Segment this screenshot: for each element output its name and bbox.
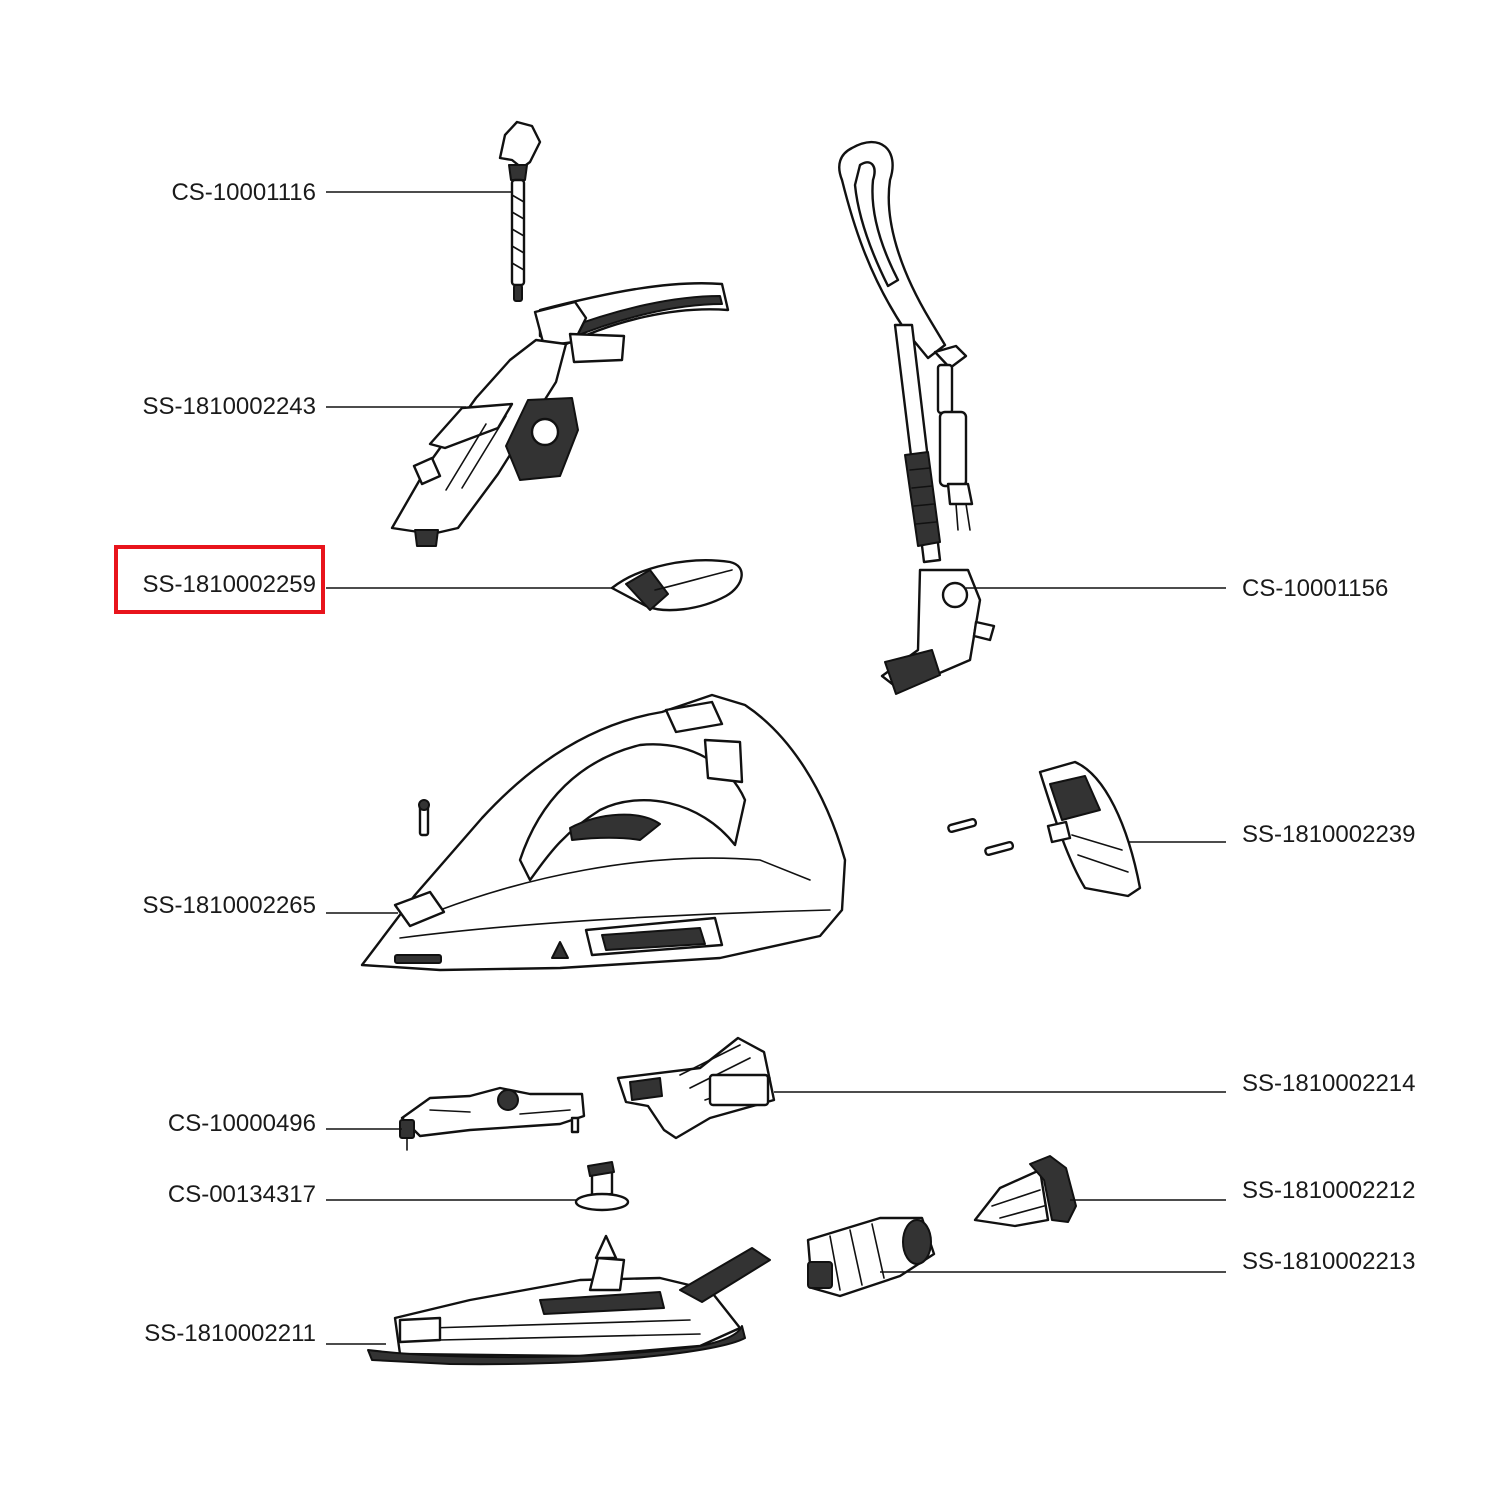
part-power-cord[interactable]	[838, 140, 996, 695]
part-label-p6[interactable]: SS-1810002265	[143, 892, 316, 919]
part-label-p12[interactable]: SS-1810002211	[144, 1320, 316, 1347]
part-label-p5[interactable]: SS-1810002239	[1242, 821, 1415, 848]
highlight-box	[114, 545, 325, 614]
part-iron-housing[interactable]	[360, 693, 847, 972]
part-thermostat[interactable]	[399, 1086, 586, 1151]
part-label-p4[interactable]: CS-10001156	[1242, 575, 1388, 602]
part-soleplate[interactable]	[367, 1234, 771, 1366]
part-label-p2[interactable]: SS-1810002243	[143, 393, 316, 420]
part-rear-cover[interactable]	[947, 760, 1142, 898]
part-label-p10[interactable]: SS-1810002212	[1242, 1177, 1415, 1204]
part-label-p9[interactable]: CS-00134317	[168, 1181, 316, 1208]
part-pump[interactable]	[806, 1216, 936, 1298]
part-steam-rod[interactable]	[498, 120, 542, 302]
part-pump-bracket[interactable]	[616, 1036, 776, 1140]
part-dial-cap[interactable]	[610, 559, 743, 612]
part-label-p1[interactable]: CS-10001116	[171, 179, 316, 206]
part-valve[interactable]	[574, 1161, 630, 1212]
part-handle-cover[interactable]	[390, 282, 730, 547]
part-label-p3[interactable]: SS-1810002259	[143, 571, 316, 598]
part-label-p8[interactable]: CS-10000496	[168, 1110, 316, 1137]
part-label-p11[interactable]: SS-1810002213	[1242, 1248, 1415, 1275]
part-label-p7[interactable]: SS-1810002214	[1242, 1070, 1415, 1097]
part-anti-calc-valve[interactable]	[973, 1155, 1077, 1228]
leader-lines	[326, 191, 1226, 1345]
part-labels: CS-10001116 SS-1810002243 SS-1810002259 …	[143, 179, 1416, 1347]
